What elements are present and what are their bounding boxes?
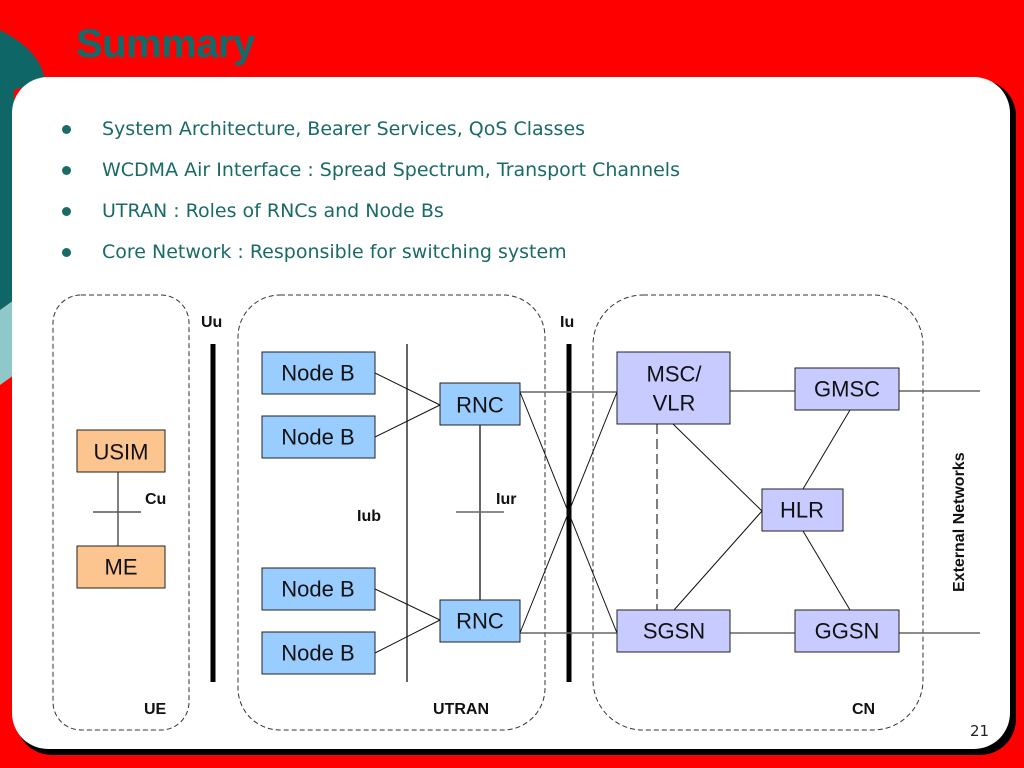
iur-interface-label: Iur [496, 491, 516, 508]
bullet-list: System Architecture, Bearer Services, Qo… [62, 115, 680, 279]
cn-domain-boundary [592, 294, 924, 731]
nodeb-4-node: Node B [261, 631, 376, 675]
utran-domain-label: UTRAN [433, 701, 489, 718]
bullet-item: WCDMA Air Interface : Spread Spectrum, T… [62, 156, 680, 197]
rnc-2-label: RNC [456, 609, 504, 634]
hlr-node: HLR [761, 488, 844, 532]
gmsc-label: GMSC [814, 377, 880, 402]
bullet-dot-icon [62, 248, 71, 257]
link-sgsn-hlr [673, 510, 763, 611]
bullet-text: Core Network : Responsible for switching… [102, 241, 567, 263]
ggsn-label: GGSN [815, 619, 880, 644]
me-label: ME [105, 555, 138, 580]
ue-domain-boundary [52, 294, 190, 731]
nodeb-3-label: Node B [281, 577, 354, 602]
sgsn-node: SGSN [616, 609, 731, 653]
cu-interface-label: Cu [145, 491, 166, 508]
vlr-label: VLR [653, 391, 696, 416]
bullet-dot-icon [62, 166, 71, 175]
bullet-dot-icon [62, 125, 71, 134]
decor-light-teal-band [0, 300, 14, 385]
link-rnc2-msc [519, 391, 618, 634]
link-nodeb3-rnc2 [374, 588, 441, 621]
bullet-text: WCDMA Air Interface : Spread Spectrum, T… [102, 159, 680, 181]
ggsn-node: GGSN [794, 609, 900, 653]
usim-node: USIM [76, 429, 166, 473]
nodeb-2-node: Node B [261, 415, 376, 459]
slide-title: Summary [76, 22, 255, 66]
me-node: ME [76, 545, 166, 589]
utran-domain-boundary [237, 294, 546, 731]
hlr-label: HLR [780, 498, 824, 523]
link-gmsc-hlr [802, 409, 851, 490]
iu-interface-label: Iu [560, 314, 574, 331]
link-nodeb1-rnc1 [374, 372, 441, 406]
nodeb-1-node: Node B [261, 351, 376, 395]
decor-dark-teal-shape [0, 30, 45, 310]
link-nodeb4-rnc2 [374, 619, 441, 654]
nodeb-1-label: Node B [281, 361, 354, 386]
bullet-text: System Architecture, Bearer Services, Qo… [102, 118, 586, 140]
rnc-2-node: RNC [439, 599, 521, 643]
sgsn-label: SGSN [643, 619, 705, 644]
bullet-item: UTRAN : Roles of RNCs and Node Bs [62, 197, 680, 238]
cn-domain-label: CN [852, 701, 875, 718]
page-number: 21 [970, 722, 990, 740]
rnc-1-node: RNC [439, 382, 521, 426]
uu-interface-label: Uu [201, 314, 222, 331]
gmsc-node: GMSC [794, 367, 900, 411]
bullet-item: Core Network : Responsible for switching… [62, 238, 680, 279]
ue-domain-label: UE [144, 701, 167, 718]
nodeb-3-node: Node B [261, 567, 376, 611]
link-msc-hlr [672, 423, 763, 512]
nodeb-2-label: Node B [281, 425, 354, 450]
external-networks-label: External Networks [951, 452, 968, 592]
msc-vlr-node: MSC/ VLR [616, 351, 731, 425]
bullet-item: System Architecture, Bearer Services, Qo… [62, 115, 680, 156]
bullet-dot-icon [62, 207, 71, 216]
link-hlr-ggsn [802, 530, 851, 611]
usim-label: USIM [94, 440, 149, 465]
bullet-text: UTRAN : Roles of RNCs and Node Bs [102, 200, 444, 222]
iub-interface-label: Iub [357, 508, 381, 525]
link-nodeb2-rnc1 [374, 404, 441, 438]
rnc-1-label: RNC [456, 393, 504, 418]
nodeb-4-label: Node B [281, 641, 354, 666]
msc-label: MSC/ [647, 362, 703, 387]
